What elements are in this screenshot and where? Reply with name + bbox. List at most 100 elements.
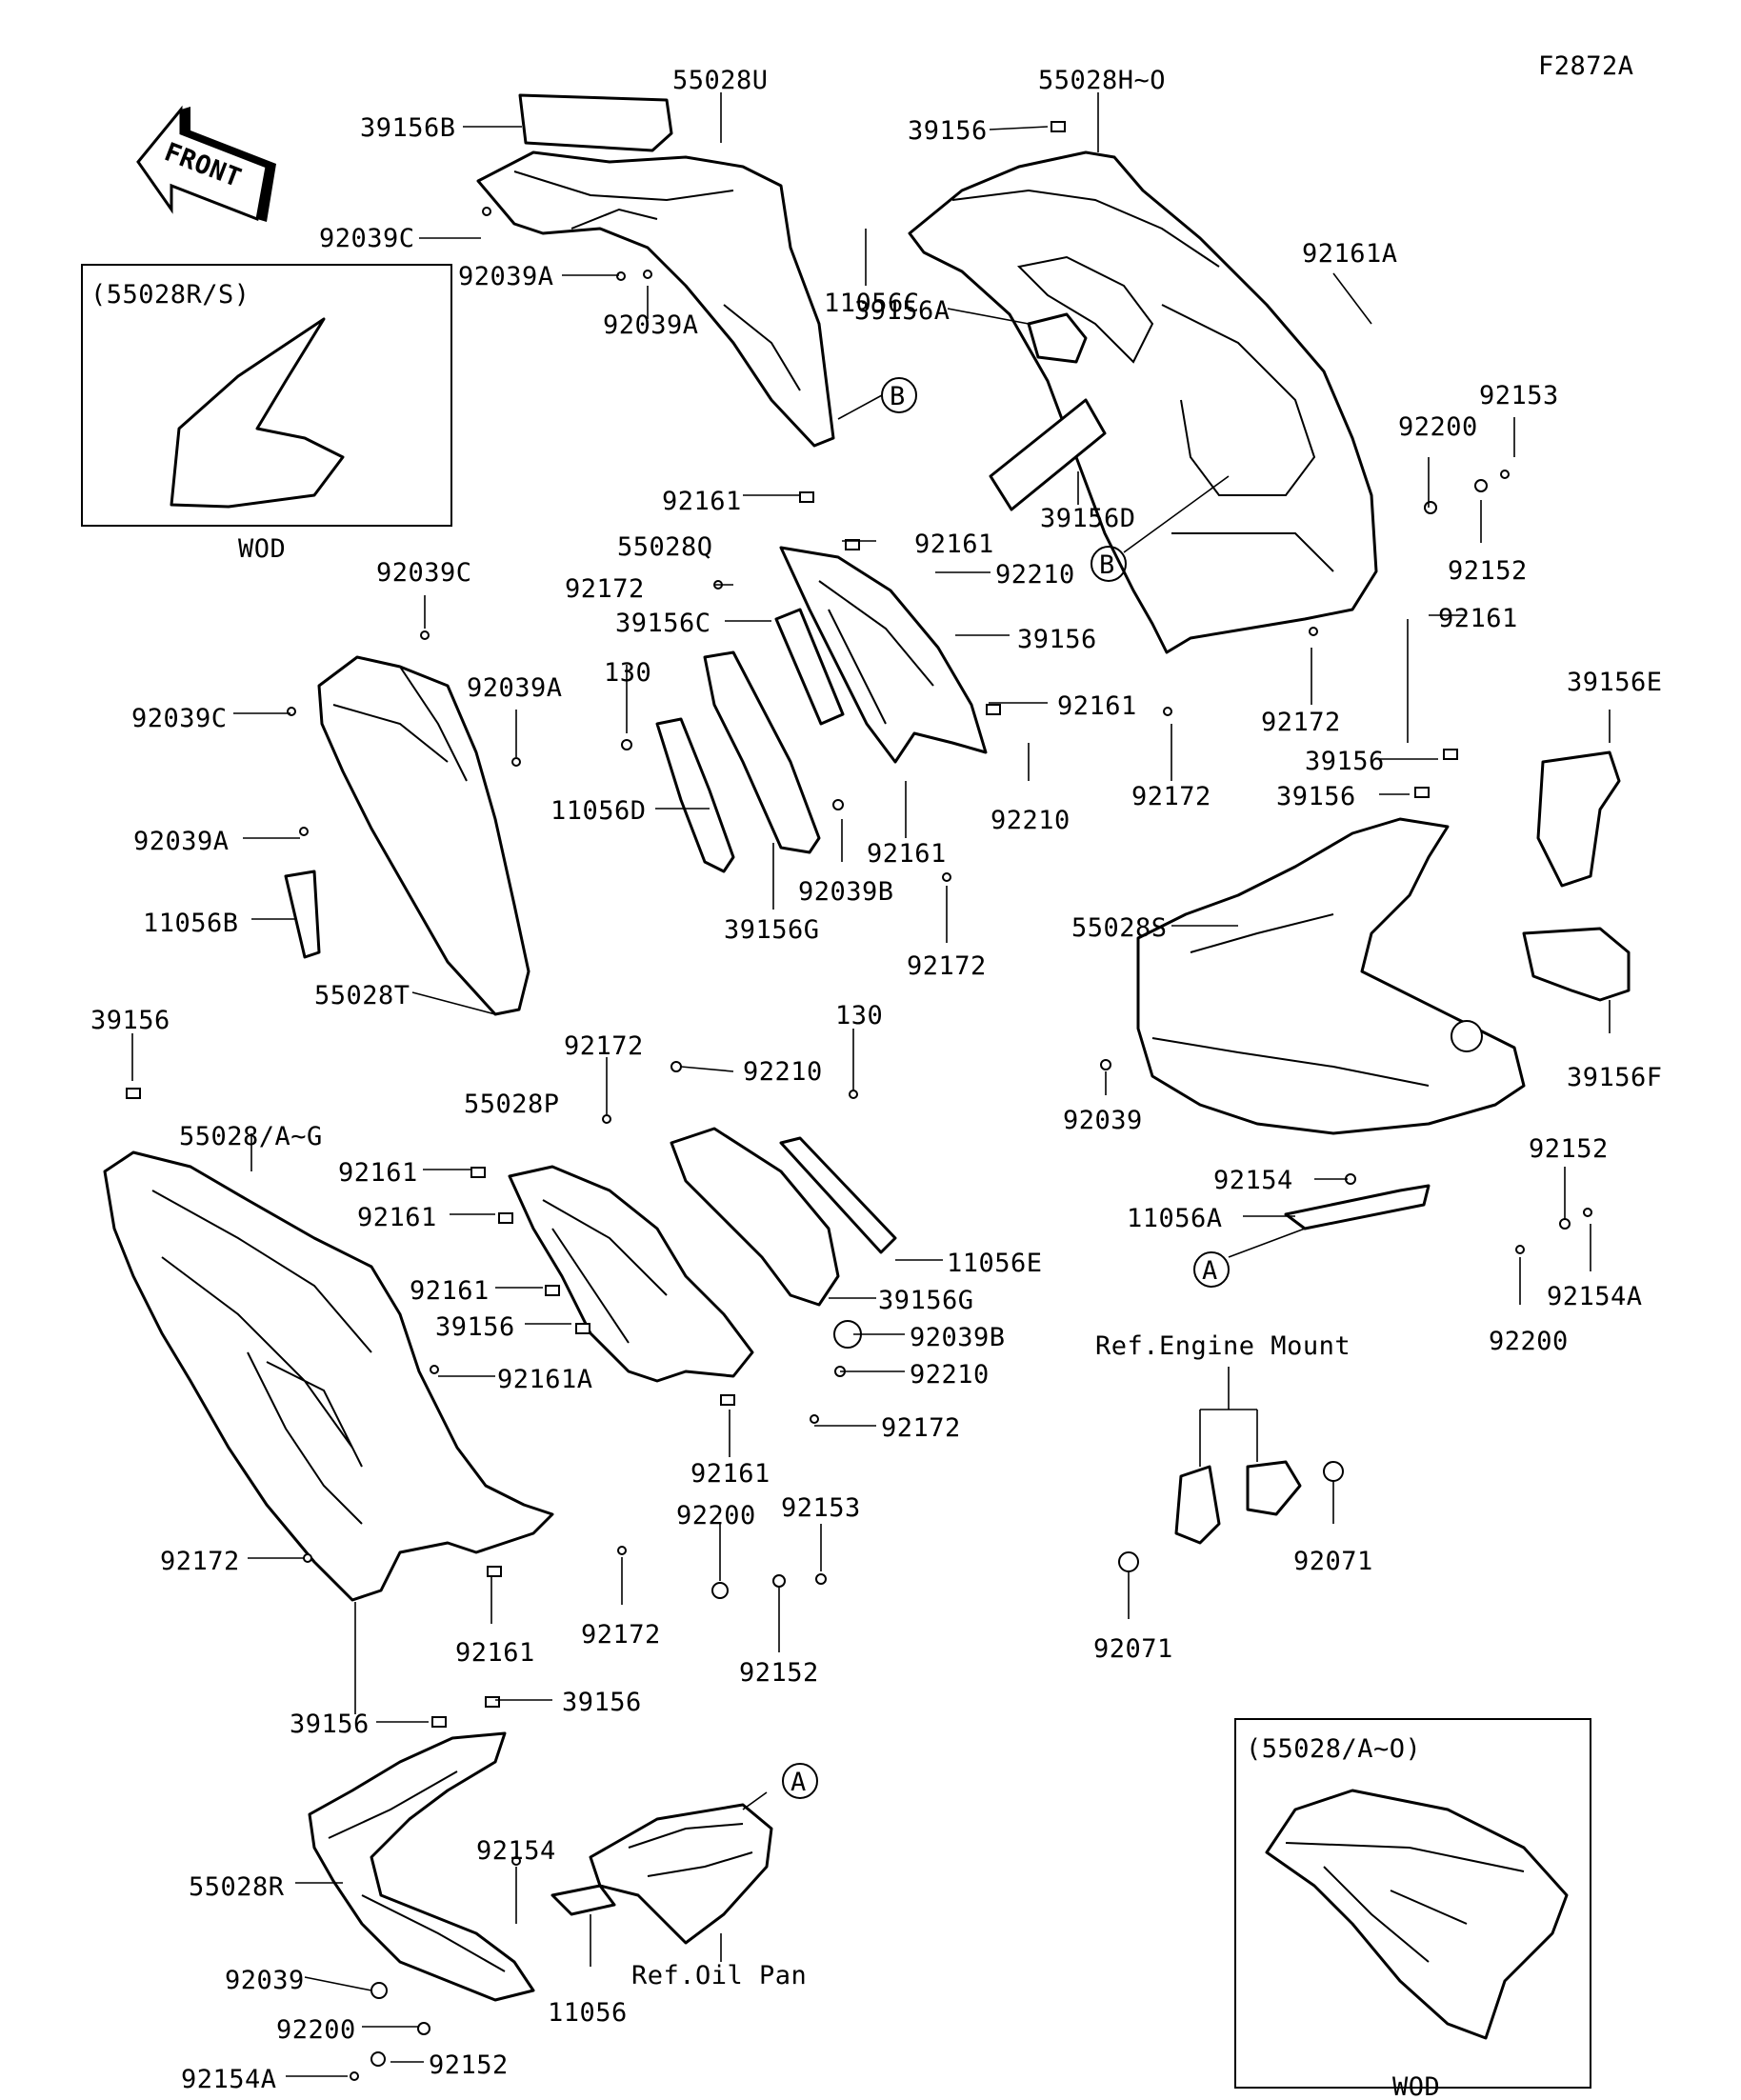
part-11056a-bracket [1284,1184,1431,1230]
label-39156-p: 39156 [435,1312,515,1342]
part-39156b-pad [518,93,673,152]
label-55028u: 55028U [672,66,769,95]
label-55028h-o: 55028H~O [1038,66,1166,95]
part-11056d-bracket [655,717,735,873]
ref-engine-mount-label: Ref.Engine Mount [1095,1331,1351,1361]
label-39156g-p: 39156G [878,1286,974,1315]
label-92039b-p: 92039B [910,1323,1006,1352]
leader-lines [131,92,1611,2077]
part-55028p-inner [508,1127,897,1383]
part-11056-bracket [550,1884,616,1916]
part-11056e-bracket [779,1136,897,1254]
label-92172-q: 92172 [565,574,645,604]
washer-92071-a [1118,1551,1139,1572]
callout-a-bottom: A [782,1763,818,1799]
label-92161-p2: 92161 [357,1203,437,1232]
label-92154a-s: 92154A [1547,1282,1643,1311]
label-92039c-t1: 92039C [376,558,472,588]
label-92039a-t1: 92039A [467,673,563,703]
label-92200-p: 92200 [676,1501,756,1530]
washer-92071-b [1323,1461,1344,1482]
part-39156e-pad [1536,750,1621,888]
ref-oil-pan [550,1803,773,1945]
label-92172-p3: 92172 [581,1620,661,1650]
ref-engine-mount [1118,1460,1344,1572]
label-92161-r2: 92161 [914,530,994,559]
part-39156c-strip [774,608,845,726]
label-92161a-p: 92161A [497,1365,593,1394]
fasteners [126,121,1592,2081]
part-55028ho-main-cowl [908,150,1378,654]
label-92200-b: 92200 [276,2015,356,2045]
label-92154-b: 92154 [476,1836,556,1866]
label-92039-s: 92039 [1063,1106,1143,1135]
label-92172-r1: 92172 [1261,708,1341,737]
label-92039a-top: 92039A [458,262,554,291]
label-92161-p5: 92161 [455,1638,535,1668]
label-92161-r3: 92161 [1438,604,1518,633]
label-39156b: 39156B [360,113,456,143]
label-92161-q2: 92161 [867,839,947,869]
part-55028u-cowl [476,93,835,448]
inset-wod-bottom-title: (55028/A~O) [1246,1734,1421,1764]
label-92210-p2: 92210 [910,1360,990,1390]
label-55028a-g: 55028/A~G [179,1122,323,1151]
label-11056d: 11056D [550,796,647,826]
label-92161-r1: 92161 [662,487,742,516]
label-130-top: 130 [604,658,651,688]
label-92152-right: 92152 [1448,556,1528,586]
label-92161-p4: 92161 [690,1459,770,1489]
label-11056: 11056 [548,1998,628,2028]
label-39156d: 39156D [1040,504,1136,533]
label-92172-q2: 92172 [907,951,987,981]
label-39156c: 39156C [615,609,711,638]
label-39156-l: 39156 [90,1006,170,1035]
inset-wod-top-title: (55028R/S) [90,280,250,310]
label-130-p: 130 [835,1001,883,1030]
part-11056b-bracket [284,870,321,959]
label-92039c-top: 92039C [319,224,415,253]
label-92152-b: 92152 [429,2050,509,2080]
label-55028r: 55028R [189,1872,285,1902]
label-39156e: 39156E [1567,668,1663,697]
svg-text:A: A [1202,1256,1218,1286]
label-92161-r4: 92161 [1057,691,1137,721]
label-92153-right: 92153 [1479,381,1559,410]
part-labels: 55028U 55028H~O 39156B 39156 92039C 9203… [90,66,1663,2094]
label-92039a-t2: 92039A [133,827,230,856]
inset-wod-55028rs: (55028R/S) WOD [81,264,452,564]
label-92039c-t2: 92039C [131,704,228,733]
label-92172-p: 92172 [564,1031,644,1061]
inset-wod-top-caption: WOD [238,534,286,564]
label-92152-s: 92152 [1529,1134,1609,1164]
label-55028s: 55028S [1071,913,1168,943]
label-92210-q2: 92210 [991,806,1071,835]
part-55028ag-fairing [103,1150,554,1602]
label-92154-s: 92154 [1213,1166,1293,1195]
label-39156a: 39156A [854,296,951,326]
part-39156a-pad [1027,312,1088,364]
label-55028t: 55028T [314,981,410,1010]
ref-oil-pan-label: Ref.Oil Pan [631,1961,807,1990]
label-92161-p3: 92161 [410,1276,490,1306]
inset-wod-bottom-caption: WOD [1392,2072,1440,2100]
label-92200-right: 92200 [1398,412,1478,442]
label-39156g-q: 39156G [724,915,820,945]
label-92172-l: 92172 [160,1547,240,1576]
label-92039a-mid: 92039A [603,310,699,340]
label-11056e: 11056E [947,1249,1043,1278]
label-92071-a: 92071 [1293,1547,1373,1576]
label-39156-q: 39156 [1017,625,1097,654]
label-92154a-b: 92154A [181,2065,277,2094]
part-39156g-p [670,1127,840,1307]
label-39156-r1: 39156 [1305,747,1385,776]
svg-text:B: B [890,382,906,411]
part-55028r-under [308,1731,535,2002]
svg-text:A: A [790,1768,807,1797]
figure-code: F2872A [1538,51,1634,81]
label-92039b-q: 92039B [798,877,894,907]
callout-a-right: A [1193,1251,1230,1288]
label-92161-p1: 92161 [338,1158,418,1188]
label-39156-r2: 39156 [1276,782,1356,811]
